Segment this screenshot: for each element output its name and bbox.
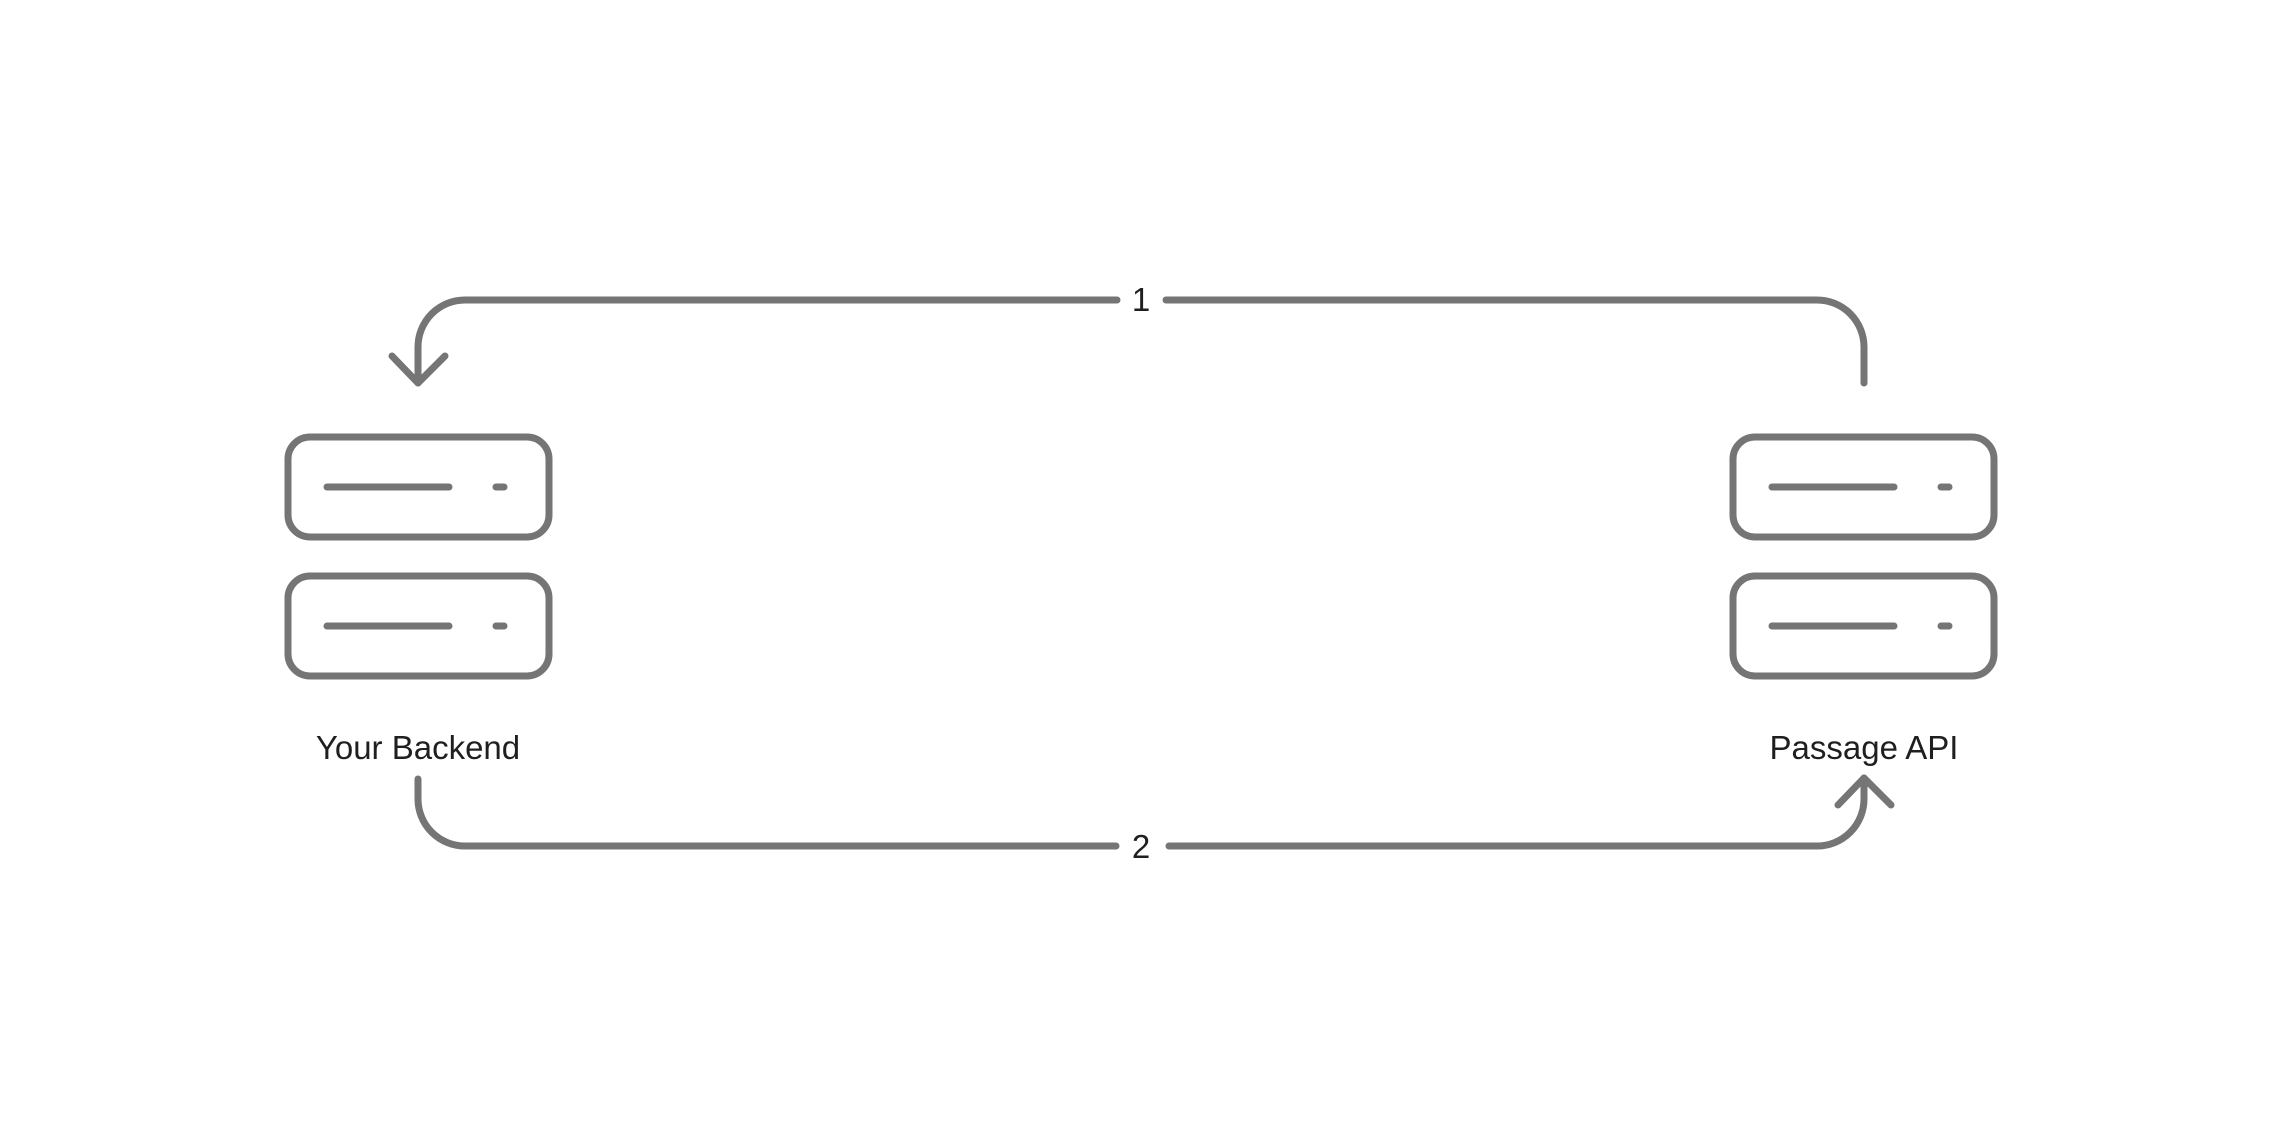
arrow-up-icon [1834, 774, 1895, 809]
server-unit-bottom [1729, 572, 1998, 680]
step2-connector-left [414, 775, 1120, 850]
step2-label: 2 [1132, 828, 1150, 865]
step2-arrow [414, 774, 1895, 850]
step1-connector-right [1162, 296, 1868, 387]
backend-server-icon [284, 433, 553, 680]
step1-arrow [388, 296, 1868, 387]
step2-connector-right [1165, 774, 1868, 850]
passage-label: Passage API [1770, 729, 1959, 766]
backend-label: Your Backend [316, 729, 520, 766]
arrow-down-icon [388, 352, 449, 387]
step1-connector-left [414, 296, 1121, 387]
server-unit-top [1729, 433, 1998, 541]
passage-server-icon [1729, 433, 1998, 680]
server-unit-bottom [284, 572, 553, 680]
server-unit-top [284, 433, 553, 541]
step1-label: 1 [1132, 281, 1150, 318]
